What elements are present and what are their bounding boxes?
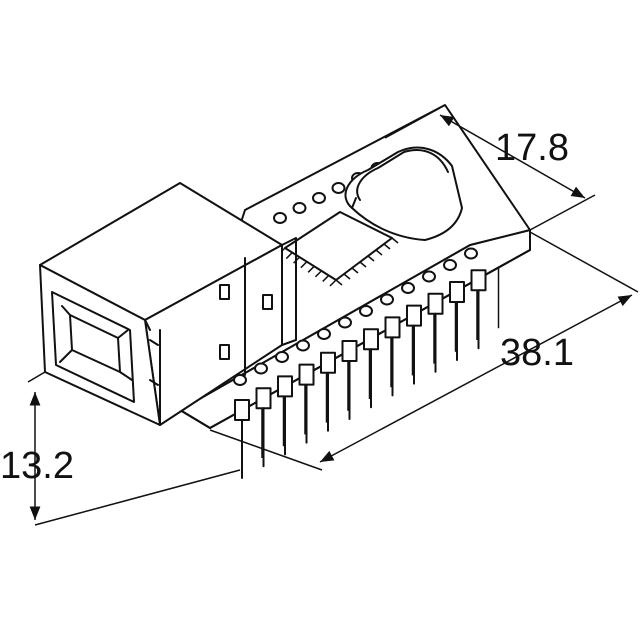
solder-pads [233, 162, 478, 386]
dimension-length-label: 38.1 [500, 332, 574, 374]
pin-housing [449, 281, 465, 303]
pad [254, 362, 268, 375]
dimension-height-label: 13.2 [0, 445, 74, 487]
dimension-width-label: 17.8 [495, 127, 569, 169]
pin-housing [298, 363, 315, 386]
pad [338, 316, 352, 329]
pin-housing [320, 351, 336, 374]
pin-housing [470, 269, 487, 292]
pad [233, 374, 247, 386]
chip-lead [285, 252, 293, 260]
chip-lead [367, 255, 375, 262]
pin-housing [363, 328, 379, 351]
chip-lead [300, 261, 308, 269]
pad [275, 351, 289, 363]
dimension-length: 38.1 [209, 231, 639, 471]
pad [401, 282, 415, 294]
dimension-height: 13.2 [0, 371, 241, 526]
chip-lead [314, 270, 322, 278]
pin-housing [341, 340, 358, 362]
chip-lead [391, 237, 399, 244]
chip-lead [375, 249, 383, 256]
pad [359, 305, 373, 317]
dimension-width: 17.8 [384, 107, 596, 231]
chip-lead [322, 274, 330, 282]
pad [331, 182, 346, 194]
pad [273, 212, 287, 224]
chip-lead [335, 279, 343, 286]
pin-housing [406, 304, 422, 327]
pad [464, 247, 478, 260]
pin-housing [277, 375, 293, 398]
chip-lead [307, 265, 315, 273]
qfp-ic-chip [278, 211, 399, 287]
pad [380, 293, 394, 306]
pad [443, 259, 457, 271]
chip-lead [359, 261, 367, 268]
pad [296, 339, 310, 352]
chip-lead [351, 267, 359, 274]
pin-housing [234, 399, 250, 421]
pad [312, 192, 326, 204]
usb-b-connector [39, 182, 297, 426]
pad [317, 328, 331, 340]
pin-housing [255, 387, 272, 410]
chip-lead [383, 243, 391, 250]
pad [292, 202, 307, 214]
chip-lead [343, 273, 351, 280]
pin-housing [427, 292, 444, 315]
crystal-oscillator [344, 146, 463, 241]
chip-lead [329, 279, 337, 287]
pin-housing [384, 316, 401, 339]
pad [422, 270, 436, 283]
